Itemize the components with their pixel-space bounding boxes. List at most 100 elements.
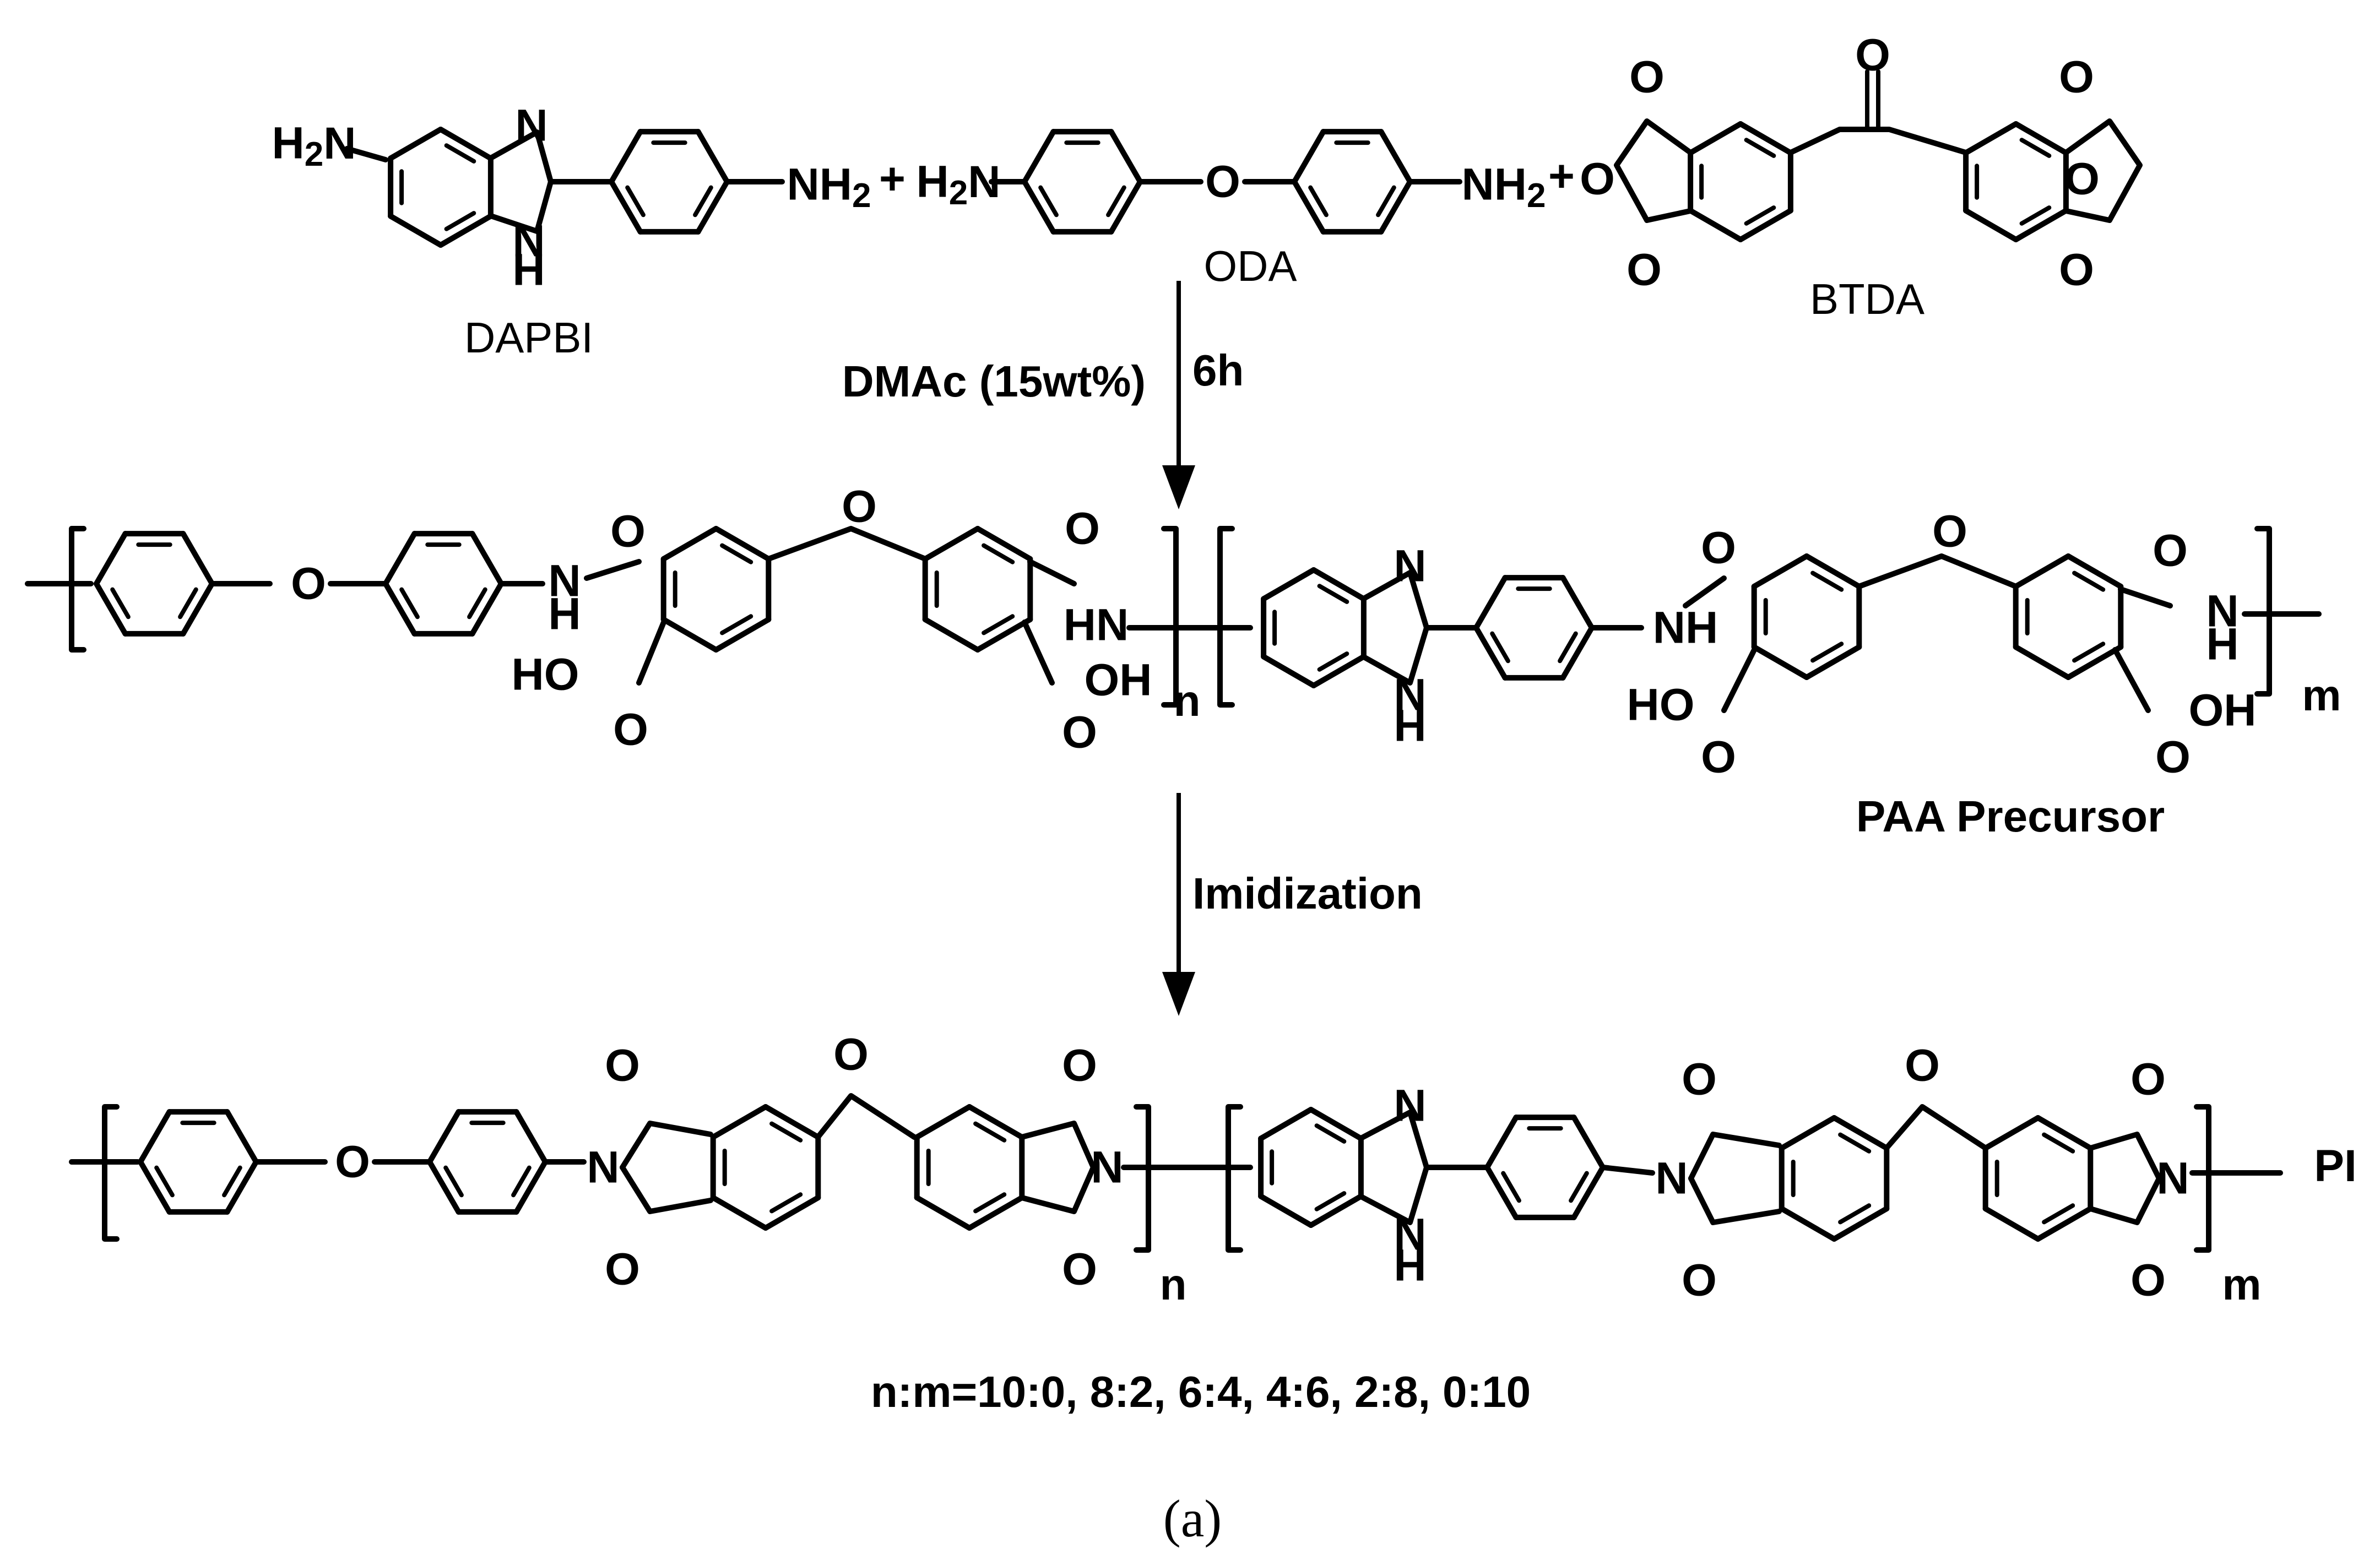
paa-acid-bond: [1721, 647, 1757, 713]
paa-btda-ring-2-double: [982, 614, 1015, 635]
paa-imid-nh: N: [1394, 670, 1426, 720]
pi-oda-ring-2: [427, 1109, 462, 1165]
pi-oda-ring-1: [224, 1159, 259, 1215]
pi-btda-ring-2: [967, 1104, 1025, 1140]
pi-oda-ring-1-double: [222, 1165, 242, 1198]
oda-ring-1-double: [1106, 185, 1126, 218]
dapbi-nh2-atom: NH2: [787, 160, 871, 215]
paa-btda-ring-4-double: [2072, 642, 2106, 663]
paa-btda-ring-2-double: [982, 543, 1015, 564]
btda-anh-o-right: O: [2064, 154, 2100, 204]
pi-phenyl-ring: [1571, 1115, 1606, 1170]
pi-imide-o3b: O: [1682, 1255, 1717, 1306]
btda-anh-o-left: O: [1580, 154, 1615, 204]
paa-phenyl-ring: [1473, 625, 1508, 681]
pi-btda-ring-1: [710, 1195, 768, 1231]
pi-ketone-bridge-2: [1884, 1104, 1988, 1151]
paa-oda-ring-1: [180, 531, 215, 586]
oda-label: ODA: [1203, 242, 1297, 290]
dapbi-nh-h-atom: H: [512, 245, 545, 295]
paa-precursor-label: PAA Precursor: [1856, 792, 2165, 841]
pi-btda-ring-1: [763, 1104, 821, 1140]
paa-amide-h4: H: [2206, 619, 2238, 670]
dapbi-phenyl-ring-double: [625, 185, 646, 218]
paa-m-bracket: [2254, 526, 2272, 697]
pi-phenyl-ring: [1571, 1165, 1606, 1220]
pi-imide-ring-4: [2088, 1176, 2162, 1225]
paa-ketone-bridge: [766, 526, 928, 562]
pi-imide-o1a: O: [605, 1041, 640, 1091]
pi-ketone-bridge: [815, 1093, 917, 1140]
paa-oda-ring-1: [94, 581, 128, 637]
dapbi-phenyl-ring: [695, 179, 730, 235]
dapbi-n-atom: N: [515, 101, 547, 151]
figure-caption: (a): [1163, 1489, 1222, 1548]
pi-n-bracket: [1134, 1104, 1151, 1253]
pi-ether-o-atom: O: [335, 1137, 370, 1187]
dapbi-nh-atom: N: [512, 216, 545, 267]
paa-ketone-o2: O: [1932, 507, 1967, 557]
paa-n-bracket: [1161, 526, 1179, 708]
pi-btda-ring-2-double: [973, 1192, 1007, 1214]
pi-imide-ring-3: [1688, 1176, 1782, 1225]
btda-ring-1: [1738, 121, 1793, 156]
btda-ring-2: [1963, 121, 2019, 156]
pi-benzimid-ring-double: [1314, 1191, 1347, 1211]
paa-amide-n4: N: [2206, 586, 2238, 637]
paa-ketone-o1: O: [842, 482, 877, 532]
pi-btda-ring-4: [2035, 1115, 2094, 1151]
paa-amide-bond: [2118, 586, 2173, 608]
pi-oda-ring-2: [513, 1159, 548, 1215]
pi-oda-ring-2-double: [511, 1165, 532, 1198]
paa-benzimid-ring: [1261, 567, 1316, 602]
oda-h2n-atom: H2N: [917, 157, 1001, 212]
oda-ring-2-double: [1308, 185, 1329, 218]
pi-oda-ring-2: [513, 1109, 548, 1165]
pi-btda-ring-2: [967, 1195, 1025, 1231]
oda-ring-1: [1108, 179, 1143, 235]
pi-btda-ring-1-double: [769, 1121, 803, 1143]
dapbi-benzo-ring: [438, 127, 494, 161]
paa-amide-h1: H: [548, 589, 581, 639]
paa-acid-bond: [1022, 619, 1055, 686]
btda-anh-co-right-bot: O: [2059, 245, 2094, 295]
dapbi-benzo-ring-double: [444, 143, 476, 164]
pi-imide-o2a: O: [1062, 1041, 1097, 1091]
pi-benzimid-ring: [1258, 1107, 1314, 1142]
pi-oda-ring-1: [224, 1109, 259, 1165]
paa-btda-ring-4: [2065, 644, 2124, 680]
pi-ketone-o1: O: [833, 1030, 869, 1080]
pi-m-bracket: [2194, 1104, 2211, 1253]
pi-imide-o2b: O: [1062, 1244, 1097, 1295]
paa-imid-h: H: [1394, 701, 1426, 751]
pi-btda-ring-3: [1779, 1115, 1837, 1151]
reaction-arrow-1: [1162, 281, 1195, 509]
pi-imide-n2: N: [1091, 1143, 1123, 1193]
paa-phenyl-ring-double: [1558, 631, 1578, 664]
paa-acid-ho-1: HO: [512, 650, 579, 700]
dapbi-phenyl-ring: [609, 179, 643, 235]
paa-acid-bond: [2112, 647, 2151, 713]
paa-btda-ring-2: [975, 526, 1033, 562]
pi-btda-ring-4: [1982, 1206, 2041, 1242]
pi-btda-ring-3: [1779, 1206, 1837, 1242]
paa-acid-o-4: O: [2155, 732, 2191, 782]
oda-ring-2: [1292, 179, 1326, 235]
oda-ring-2: [1378, 129, 1413, 184]
pi-imide-ring-3: [1688, 1132, 1782, 1181]
paa-acid-oh-4: OH: [2189, 686, 2257, 736]
pi-btda-ring-1: [710, 1104, 768, 1140]
paa-m-index: m: [2302, 671, 2341, 720]
pi-imid-n: N: [1394, 1081, 1426, 1131]
pi-imide-ring-1: [620, 1165, 713, 1214]
oda-ring-2: [1292, 129, 1326, 184]
pi-imide-n3: N: [1655, 1154, 1688, 1204]
paa-oda-ring-2-double: [399, 587, 420, 619]
paa-amide-nh2: NH: [1653, 603, 1718, 653]
pi-btda-ring-3-double: [1838, 1203, 1872, 1225]
btda-ring-1: [1688, 208, 1743, 242]
pi-oda-ring-1: [138, 1159, 172, 1215]
btda-anh-co-left-top: O: [1629, 52, 1665, 102]
pi-btda-ring-2-double: [973, 1121, 1007, 1143]
paa-left-bracket: [69, 526, 86, 653]
